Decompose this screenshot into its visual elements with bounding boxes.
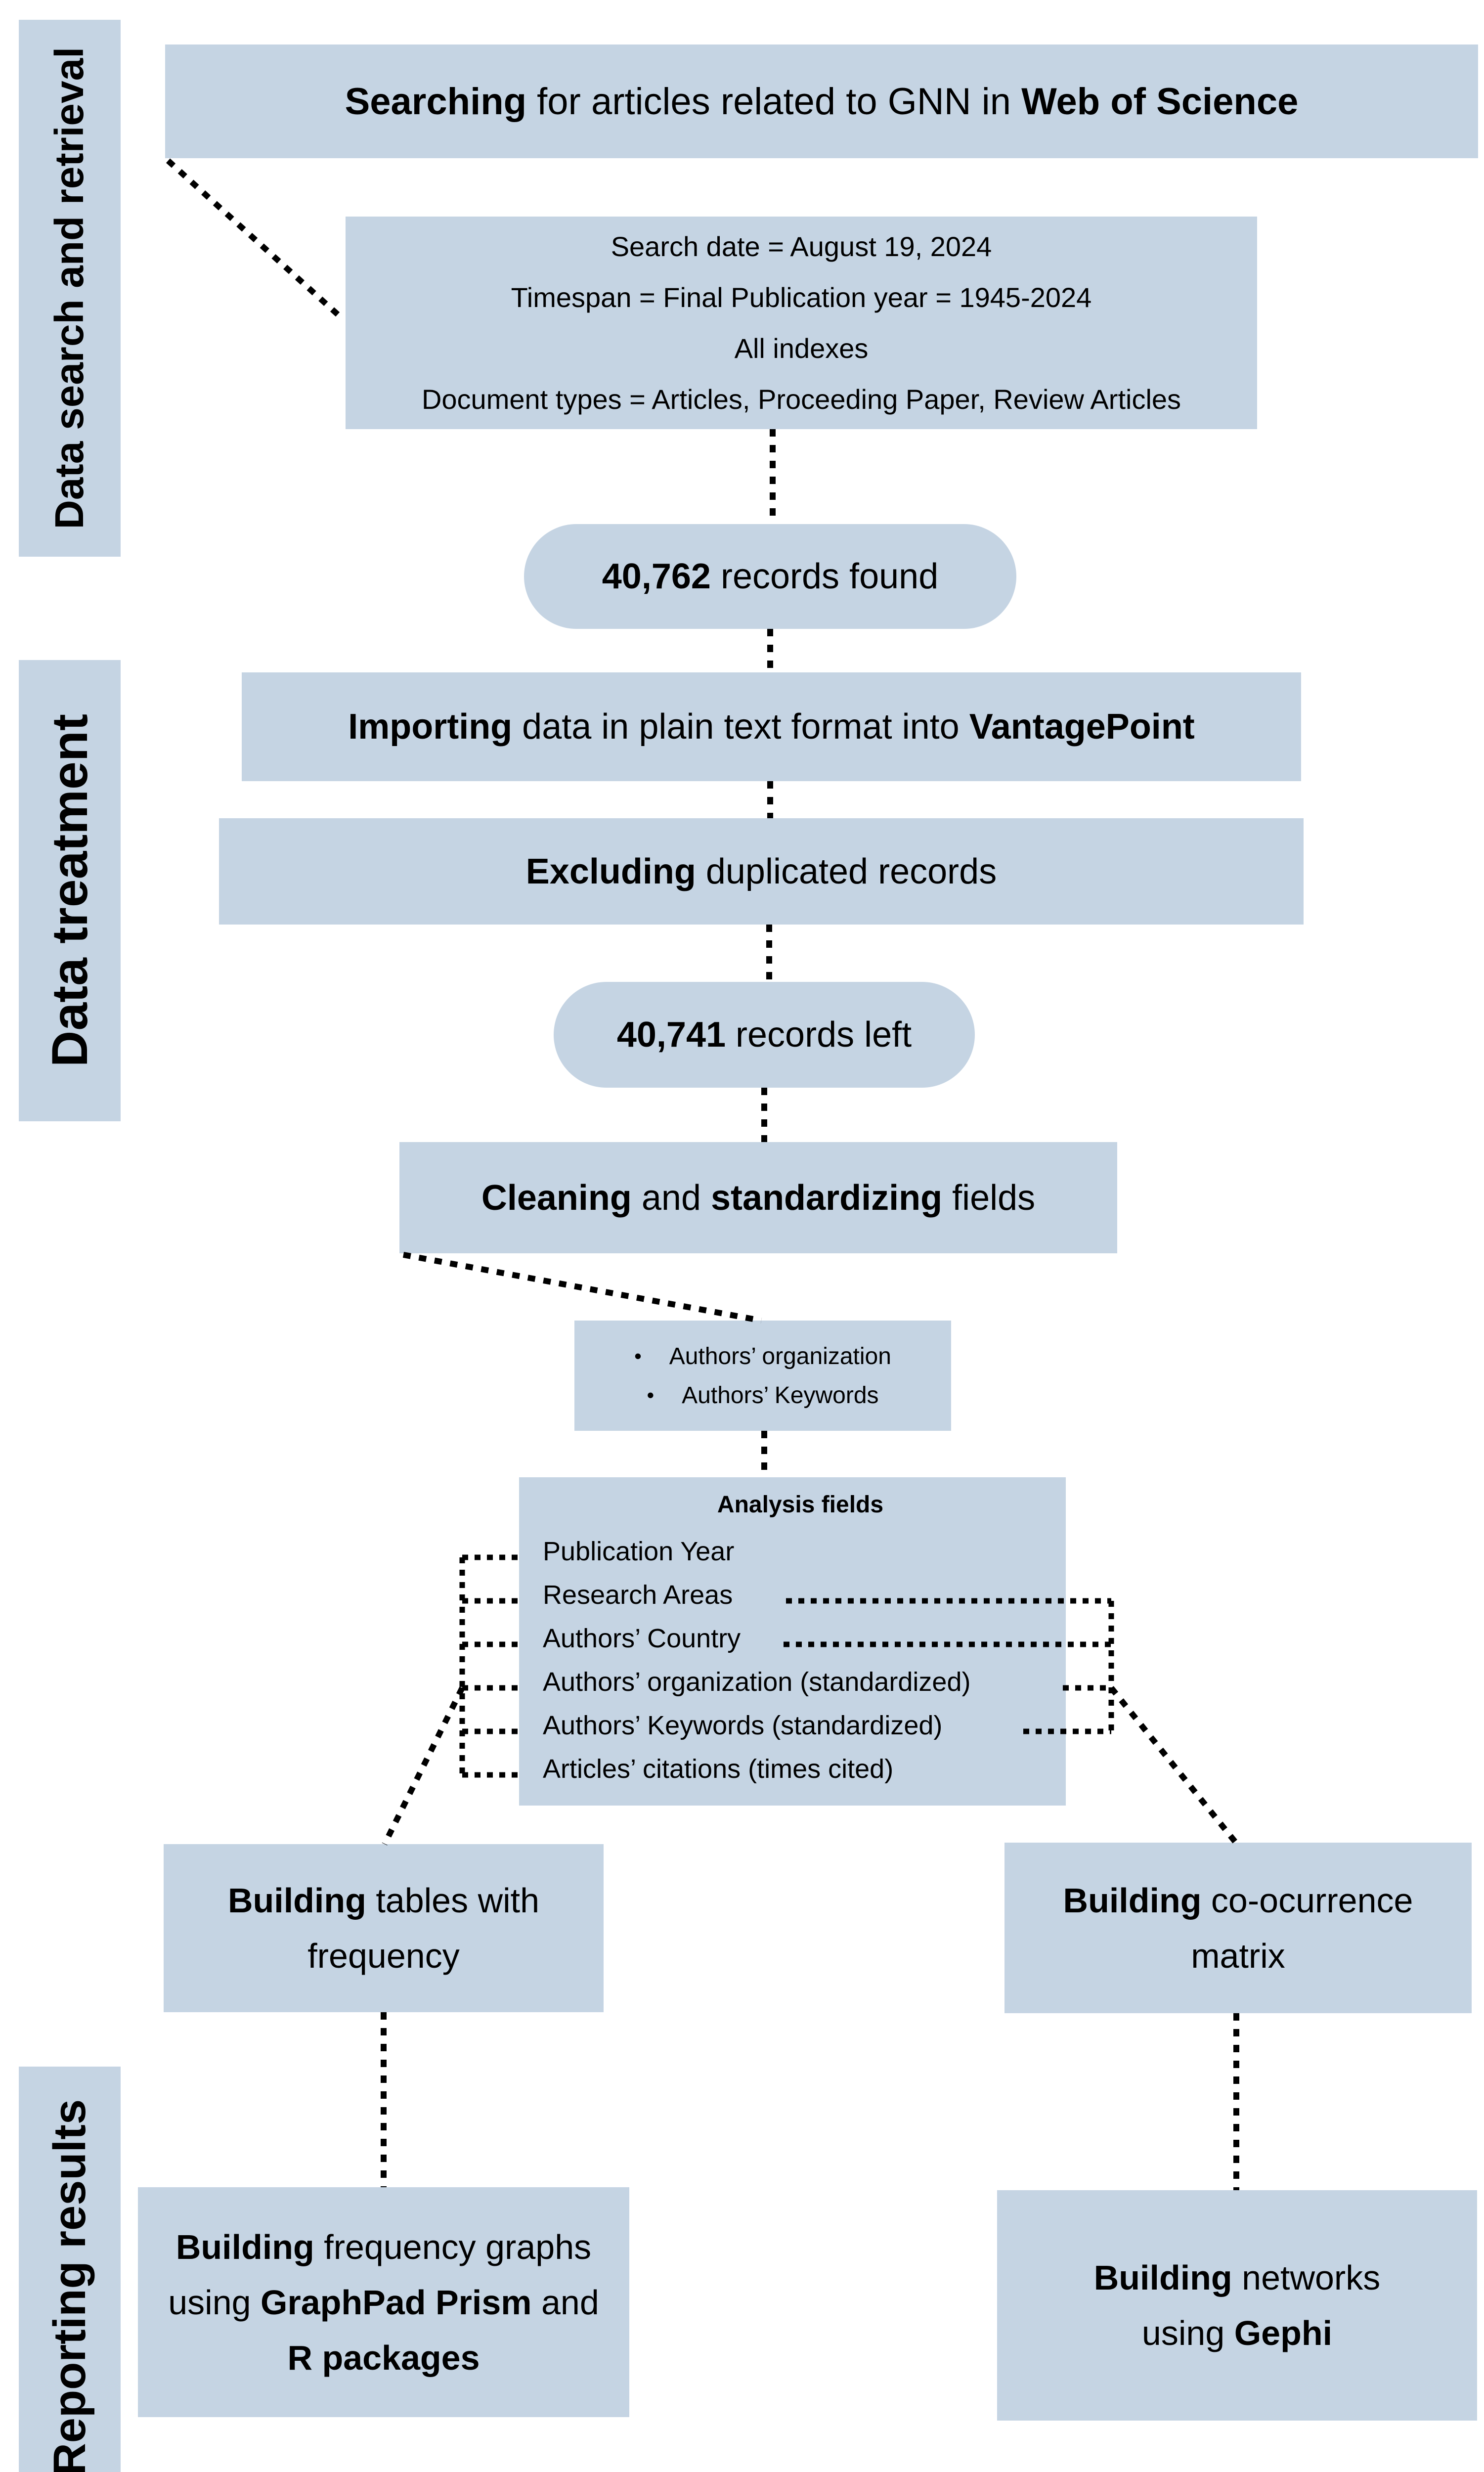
records-found-text: 40,762 records found — [602, 557, 939, 596]
analysis-field-item: Authors’ Country — [543, 1624, 741, 1653]
analysis-field-item: Publication Year — [543, 1537, 735, 1566]
list-item: • Authors’ Keywords — [647, 1382, 878, 1409]
sidebar-label-data-treatment: Data treatment — [41, 714, 98, 1067]
sidebar-data-treatment: Data treatment — [19, 660, 121, 1121]
bullet-icon: • — [634, 1344, 642, 1368]
analysis-field-item: Research Areas — [543, 1580, 733, 1610]
step-building-tables-text: Building tables with frequency — [227, 1881, 540, 1975]
search-parameter-line: All indexes — [734, 333, 869, 364]
step-networks-text: Building networks using Gephi — [1093, 2258, 1381, 2352]
cleaned-field-label: Authors’ Keywords — [682, 1382, 879, 1409]
step-cooccurrence-box: Building co-ocurrence matrix — [1004, 1843, 1472, 2013]
search-parameter-line: Timespan = Final Publication year = 1945… — [511, 281, 1092, 313]
step-importing-box: Importing data in plain text format into… — [242, 672, 1301, 781]
step-excluding-box: Excluding duplicated records — [219, 818, 1304, 925]
analysis-field-item: Authors’ Keywords (standardized) — [543, 1711, 943, 1740]
sidebar-reporting-results: Reporting results — [19, 2067, 121, 2472]
step-excluding-text: Excluding duplicated records — [525, 851, 997, 891]
step-cleaning-text: Cleaning and standardizing fields — [481, 1178, 1036, 1218]
search-parameters-box: Search date = August 19, 2024 Timespan =… — [346, 217, 1257, 429]
connector-cleaning-cleaned-fields — [402, 1252, 762, 1324]
sidebar-label-reporting-results: Reporting results — [44, 2099, 95, 2472]
step-cleaning-box: Cleaning and standardizing fields — [399, 1142, 1117, 1253]
step-networks-box: Building networks using Gephi — [997, 2190, 1477, 2421]
bullet-icon: • — [647, 1383, 655, 1407]
search-parameter-line: Document types = Articles, Proceeding Pa… — [421, 384, 1181, 415]
step-searching-box: Searching for articles related to GNN in… — [165, 44, 1478, 158]
cleaned-fields-box: • Authors’ organization • Authors’ Keywo… — [574, 1321, 951, 1431]
sidebar-data-search-retrieval: Data search and retrieval — [19, 20, 121, 557]
cleaned-field-label: Authors’ organization — [669, 1343, 891, 1369]
analysis-fields-title: Analysis fields — [717, 1492, 884, 1518]
records-left-text: 40,741 records left — [616, 1015, 912, 1055]
analysis-field-item: Authors’ organization (standardized) — [543, 1667, 971, 1697]
records-found-pill: 40,762 records found — [524, 524, 1016, 629]
analysis-field-item: Articles’ citations (times cited) — [543, 1754, 894, 1784]
connector-analysis-building-tables — [382, 1686, 465, 1846]
step-frequency-graphs-box: Building frequency graphs using GraphPad… — [138, 2187, 629, 2417]
records-left-pill: 40,741 records left — [554, 982, 975, 1088]
connector-searching-params — [166, 158, 345, 321]
sidebar-label-data-search-retrieval: Data search and retrieval — [47, 47, 92, 530]
step-cooccurrence-text: Building co-ocurrence matrix — [1063, 1881, 1413, 1975]
step-building-tables-box: Building tables with frequency — [164, 1844, 604, 2012]
analysis-fields-box: Analysis fields Publication Year Researc… — [519, 1477, 1066, 1806]
connector-analysis-cooccurrence — [1109, 1686, 1238, 1845]
search-parameter-line: Search date = August 19, 2024 — [611, 230, 992, 262]
step-searching-text: Searching for articles related to GNN in… — [345, 80, 1299, 123]
list-item: • Authors’ organization — [634, 1343, 891, 1370]
step-importing-text: Importing data in plain text format into… — [348, 707, 1195, 747]
step-frequency-graphs-text: Building frequency graphs using GraphPad… — [168, 2227, 599, 2377]
